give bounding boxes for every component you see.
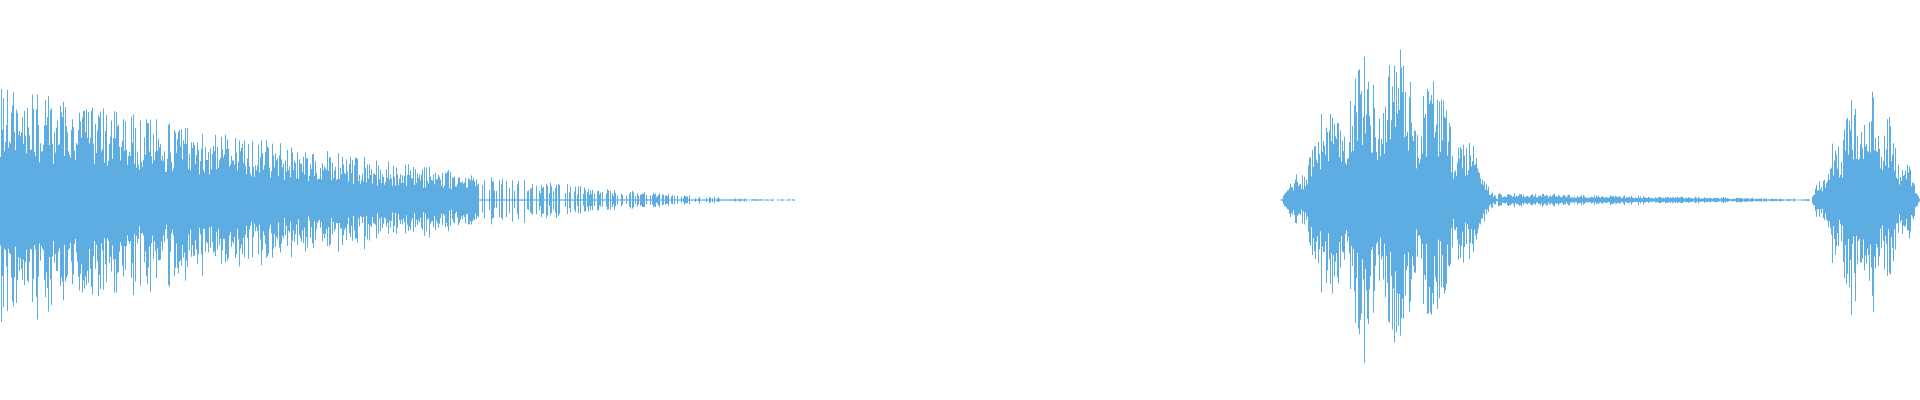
waveform-samples	[0, 49, 1920, 363]
waveform-segment-burst-1	[1282, 49, 1498, 363]
waveform-segment-low-noise	[1498, 193, 1810, 208]
waveform-segment-burst-2	[1812, 91, 1920, 315]
waveform-segment-decaying-tail	[0, 88, 795, 322]
